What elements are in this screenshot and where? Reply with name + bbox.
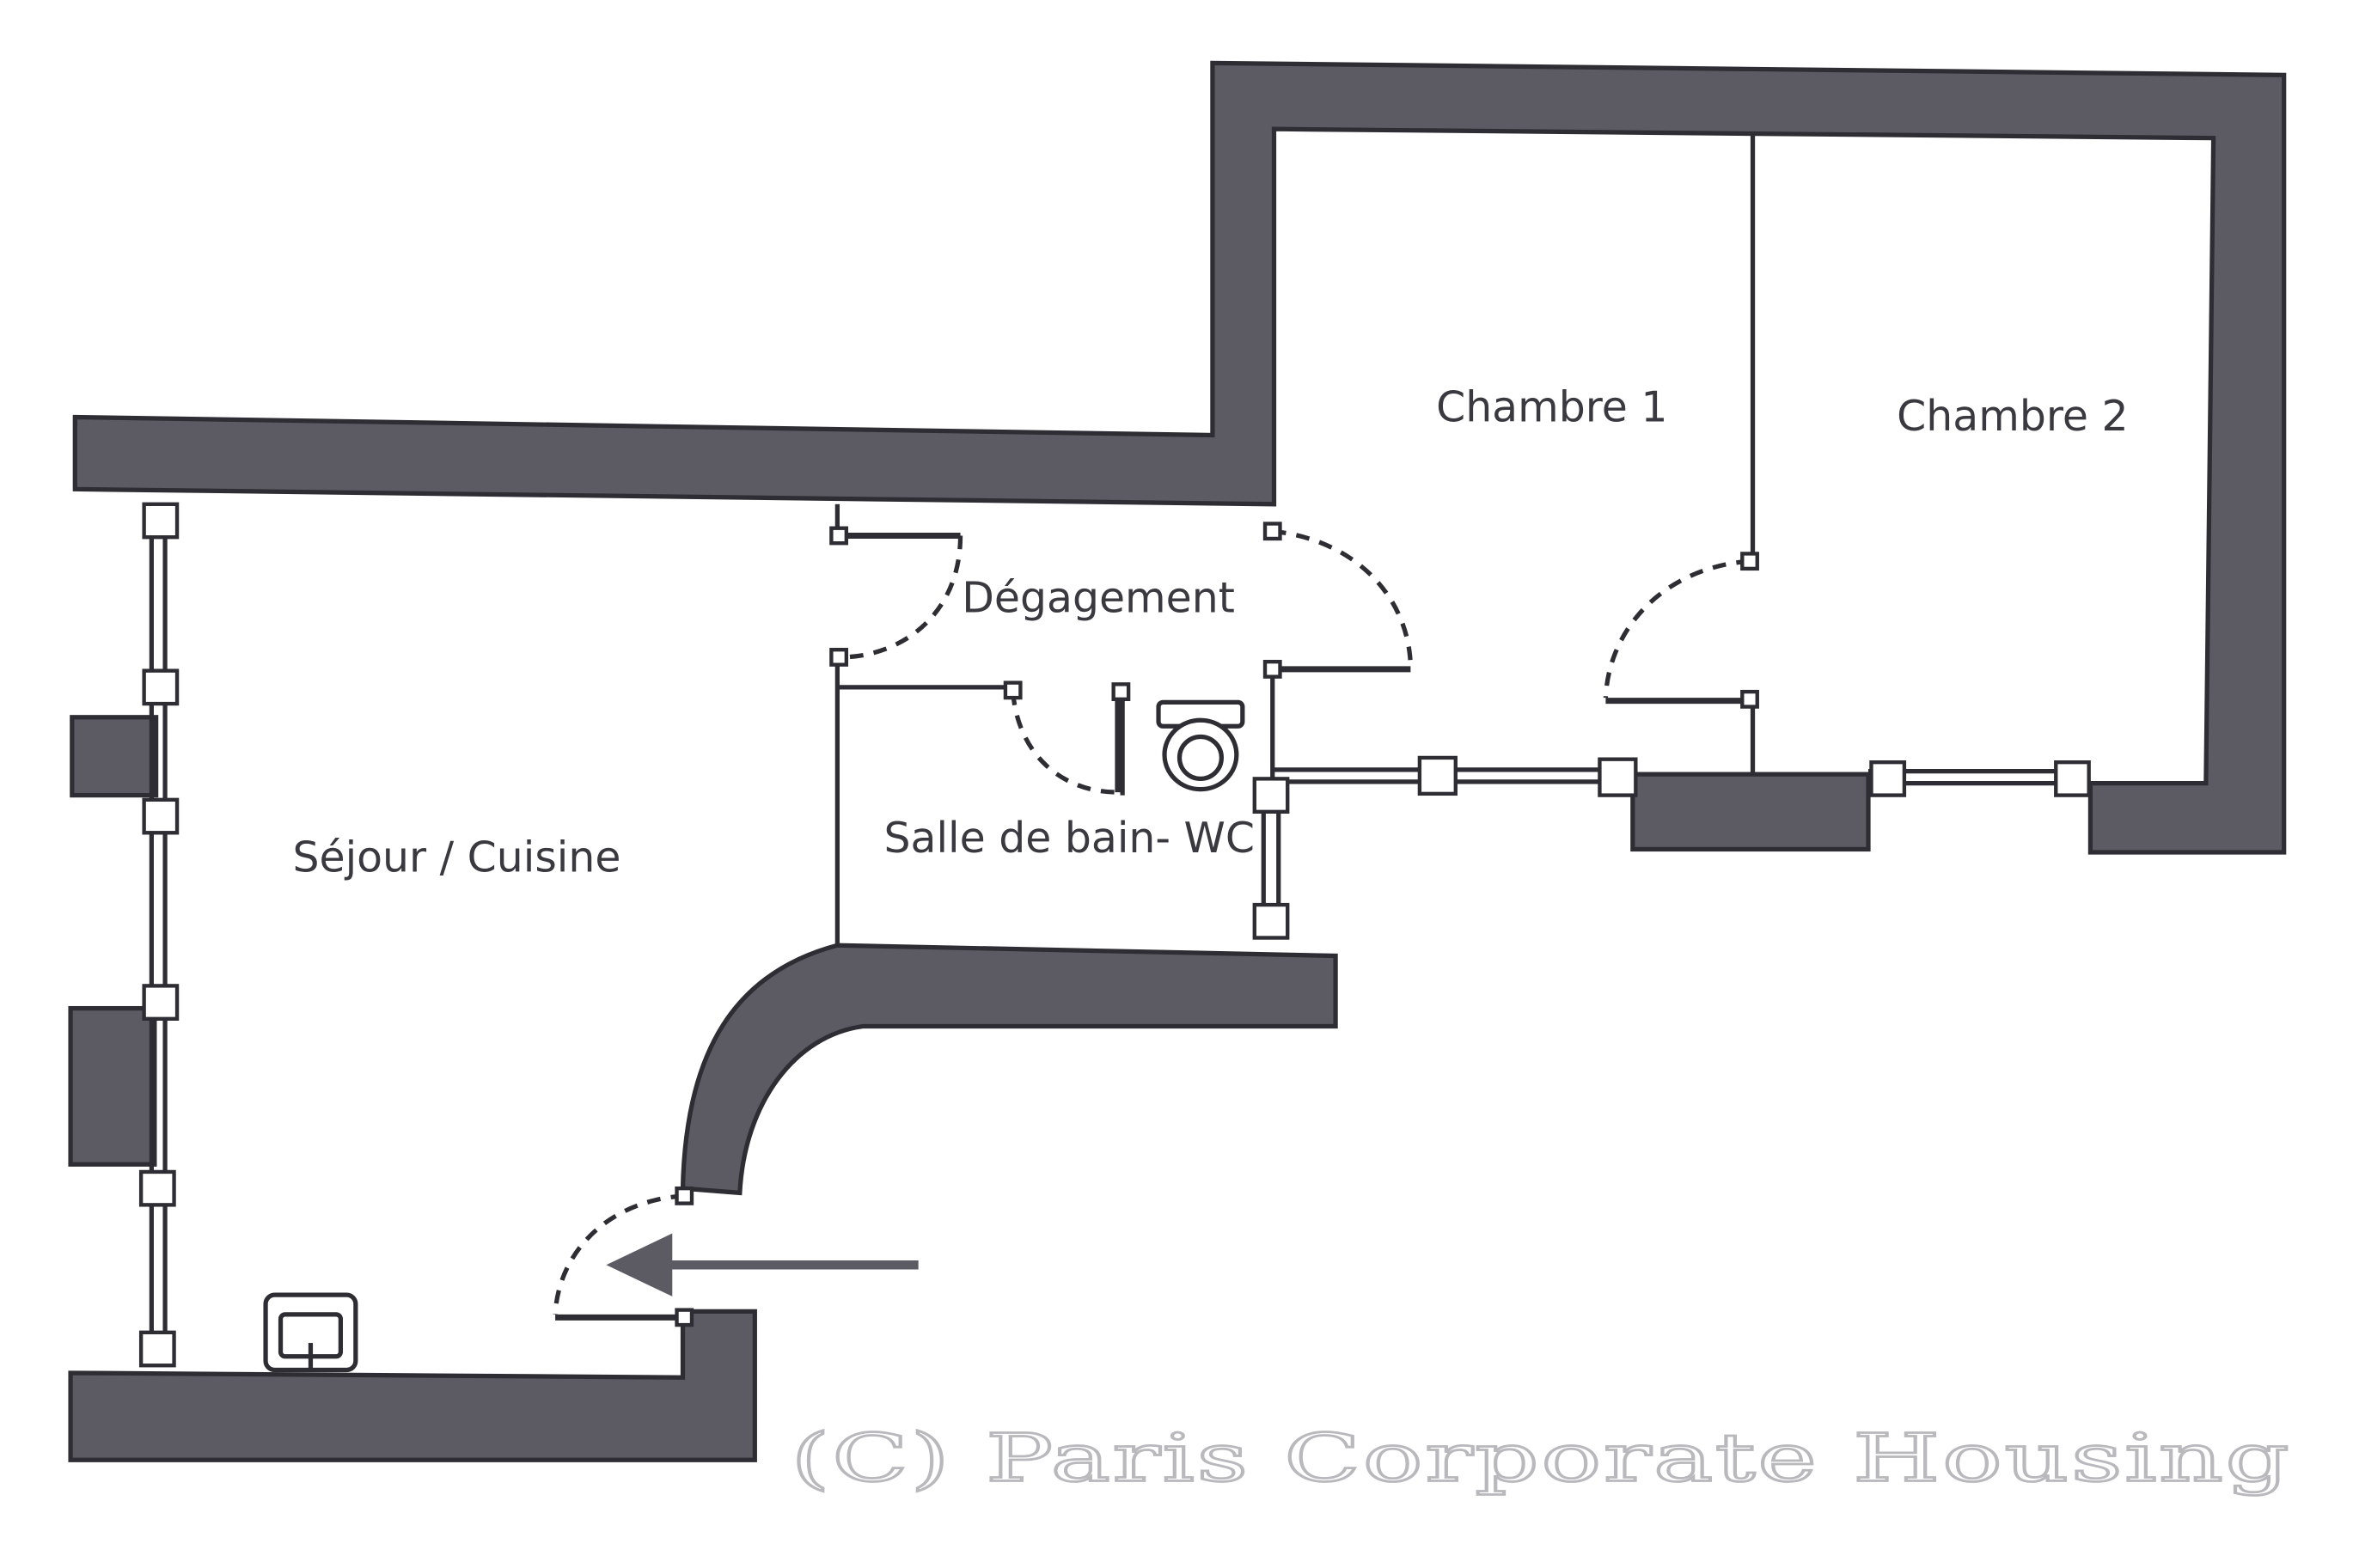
toilet-icon bbox=[1156, 699, 1245, 792]
entrance-arrow-icon bbox=[606, 1233, 919, 1296]
jamb bbox=[138, 1330, 176, 1368]
west-pier-2 bbox=[68, 1005, 157, 1167]
jamb bbox=[1740, 689, 1759, 709]
chambre2-door-swing bbox=[1603, 558, 1751, 699]
room-label-chambre-1: Chambre 1 bbox=[1436, 383, 1667, 432]
jamb bbox=[829, 648, 849, 667]
jamb bbox=[1252, 902, 1290, 940]
chambre1-door-swing bbox=[1272, 528, 1414, 669]
jamb bbox=[1598, 757, 1638, 797]
room-label-bathroom: Salle de bain- WC bbox=[883, 814, 1255, 863]
room-label-chambre-2: Chambre 2 bbox=[1897, 392, 2128, 441]
corridor-door-swing bbox=[840, 535, 963, 660]
jambs bbox=[138, 502, 2091, 1368]
bedroom-pier bbox=[1630, 772, 1871, 852]
jamb bbox=[1740, 552, 1759, 571]
curved-wall bbox=[680, 943, 1338, 1196]
bath-door-swing bbox=[1011, 691, 1118, 795]
jamb bbox=[1262, 522, 1282, 541]
jamb bbox=[1262, 659, 1282, 679]
partitions bbox=[834, 135, 1756, 946]
jamb bbox=[142, 797, 180, 835]
jamb bbox=[142, 668, 180, 706]
west-pier-1 bbox=[70, 715, 159, 798]
jamb bbox=[829, 526, 849, 546]
jamb bbox=[675, 1186, 694, 1205]
doors bbox=[553, 528, 1751, 1321]
entrance-door-swing bbox=[553, 1193, 685, 1315]
jamb bbox=[142, 984, 180, 1021]
room-label-degagement: Dégagement bbox=[962, 574, 1235, 623]
bottom-wall bbox=[68, 1309, 757, 1462]
jamb bbox=[1252, 777, 1290, 814]
sink-icon bbox=[263, 1292, 358, 1373]
jamb bbox=[1869, 760, 1907, 797]
jamb bbox=[1417, 755, 1458, 796]
watermark: (C) Paris Corporate Housing bbox=[791, 1421, 2291, 1498]
jamb bbox=[1111, 682, 1131, 702]
room-label-sejour: Séjour / Cuisine bbox=[293, 833, 621, 882]
jamb bbox=[2054, 760, 2091, 797]
jamb bbox=[1003, 680, 1023, 700]
windows bbox=[149, 519, 2091, 1348]
jamb bbox=[675, 1308, 694, 1327]
jamb bbox=[142, 502, 180, 540]
jamb bbox=[138, 1169, 176, 1207]
walls bbox=[68, 60, 2287, 1462]
